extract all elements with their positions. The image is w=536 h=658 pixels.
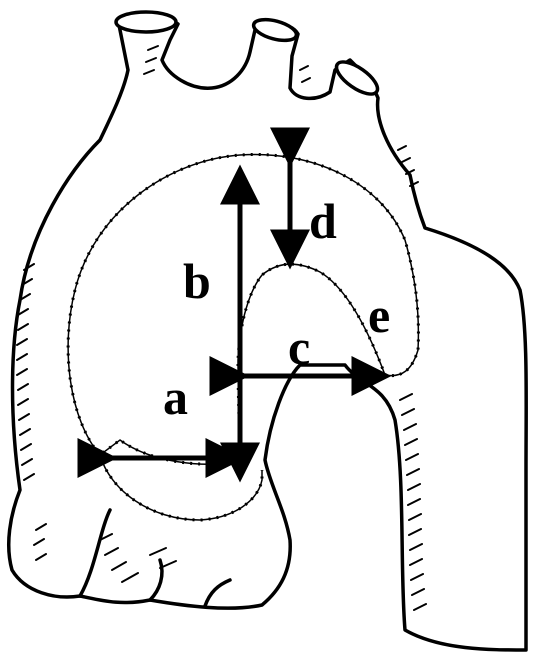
aorta-outline [9, 14, 526, 650]
label-d: d [309, 196, 337, 246]
label-b: b [183, 256, 211, 306]
brachiocephalic-opening [116, 12, 176, 32]
label-a: a [163, 372, 188, 422]
label-c: c [288, 322, 310, 372]
label-e: e [368, 290, 390, 340]
